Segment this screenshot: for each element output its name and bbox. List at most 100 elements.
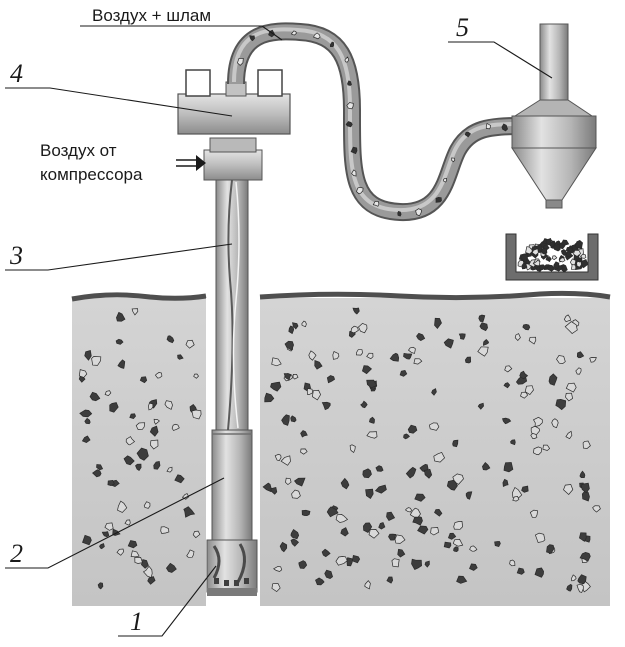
rock-fragment bbox=[147, 576, 156, 585]
rock-fragment bbox=[520, 391, 529, 399]
rock-fragment bbox=[582, 440, 591, 449]
rock-fragment bbox=[285, 477, 292, 486]
rock-fragment bbox=[281, 414, 290, 426]
rock-fragment bbox=[124, 519, 131, 526]
rock-fragment bbox=[127, 540, 138, 549]
rock-fragment bbox=[249, 35, 255, 42]
rock-fragment bbox=[533, 446, 542, 456]
rock-fragment bbox=[580, 482, 590, 494]
rock-fragment bbox=[136, 447, 149, 461]
rock-fragment bbox=[321, 401, 331, 411]
rock-fragment bbox=[321, 548, 331, 558]
rock-fragment bbox=[99, 543, 105, 550]
rock-fragment bbox=[388, 533, 397, 541]
rock-fragment bbox=[424, 560, 430, 568]
rock-fragment bbox=[556, 355, 566, 364]
rock-fragment bbox=[326, 375, 336, 384]
rock-fragment bbox=[576, 261, 582, 268]
rock-fragment bbox=[148, 402, 154, 411]
rock-fragment bbox=[329, 41, 335, 47]
callout-5-leader bbox=[448, 41, 553, 79]
rock-fragment bbox=[549, 241, 555, 248]
rock-fragment bbox=[534, 567, 544, 578]
rock-fragment bbox=[453, 521, 463, 530]
rock-fragment bbox=[298, 560, 308, 569]
rock-fragment bbox=[362, 468, 372, 479]
rock-fragment bbox=[150, 439, 159, 450]
rock-fragment bbox=[131, 308, 139, 316]
rock-fragment bbox=[579, 470, 586, 479]
rock-fragment bbox=[301, 320, 307, 328]
rock-fragment bbox=[443, 338, 454, 349]
rock-fragment bbox=[565, 392, 573, 402]
rock-fragment bbox=[446, 479, 458, 491]
rock-fragment bbox=[125, 436, 136, 446]
rock-fragment bbox=[529, 509, 538, 518]
rock-fragment bbox=[555, 399, 567, 411]
rock-fragment bbox=[576, 583, 584, 593]
rock-fragment bbox=[292, 322, 299, 330]
air-compressor-label-line2: компрессора bbox=[40, 165, 143, 184]
rock-fragment bbox=[540, 247, 548, 255]
rock-fragment bbox=[572, 249, 582, 257]
rock-fragment bbox=[530, 433, 538, 439]
rock-fragment bbox=[183, 506, 196, 518]
rock-fragment bbox=[288, 325, 295, 335]
rock-fragment bbox=[483, 339, 490, 346]
rock-fragment bbox=[290, 528, 300, 540]
rock-fragment bbox=[96, 464, 104, 471]
cyclone-separator bbox=[511, 23, 597, 209]
rock-fragment bbox=[408, 346, 416, 354]
rock-fragment bbox=[546, 544, 555, 554]
rock-fragment bbox=[149, 425, 159, 437]
rock-fragment bbox=[270, 486, 278, 495]
rock-fragment bbox=[386, 576, 394, 584]
rock-fragment bbox=[485, 122, 491, 130]
rock-fragment bbox=[314, 360, 323, 370]
callout-1: 1 bbox=[130, 607, 143, 636]
rock-fragment bbox=[356, 186, 364, 195]
rock-fragment bbox=[451, 157, 456, 163]
rock-fragment bbox=[378, 522, 386, 530]
rock-fragment bbox=[352, 554, 361, 564]
rock-fragment bbox=[580, 253, 587, 259]
rock-fragment bbox=[465, 491, 473, 500]
rock-fragment bbox=[301, 509, 311, 517]
rock-fragment bbox=[566, 250, 572, 258]
rock-fragment bbox=[366, 431, 378, 439]
rock-fragment bbox=[366, 352, 374, 360]
rock-fragment bbox=[479, 322, 488, 332]
rock-fragment bbox=[397, 548, 406, 558]
callout-5: 5 bbox=[456, 13, 469, 42]
rock-fragment bbox=[193, 373, 199, 379]
rock-fragment bbox=[91, 356, 102, 366]
rock-fragment bbox=[340, 527, 349, 537]
air-slurry-label: Воздух + шлам bbox=[92, 6, 211, 25]
rock-fragment bbox=[361, 365, 373, 375]
rock-fragment bbox=[134, 557, 143, 564]
rock-fragment bbox=[494, 541, 501, 548]
rock-fragment bbox=[501, 123, 509, 132]
rock-fragment bbox=[433, 451, 446, 463]
rock-fragment bbox=[340, 477, 350, 490]
rock-fragment bbox=[349, 444, 356, 454]
rock-fragment bbox=[414, 493, 426, 502]
rock-fragment bbox=[431, 388, 437, 396]
rock-fragment bbox=[271, 583, 281, 593]
rock-fragment bbox=[533, 416, 543, 428]
rock-fragment bbox=[413, 358, 423, 365]
rock-fragment bbox=[274, 453, 282, 461]
rock-fragment bbox=[84, 417, 91, 425]
rock-fragment bbox=[566, 583, 573, 592]
rock-fragment bbox=[415, 208, 423, 217]
rock-fragment bbox=[530, 265, 537, 271]
rock-fragment bbox=[574, 239, 583, 250]
rock-fragment bbox=[284, 340, 294, 351]
rock-fragment bbox=[478, 314, 486, 322]
rock-fragment bbox=[271, 357, 282, 367]
rock-fragment bbox=[469, 563, 478, 571]
air-compressor-label-line1: Воздух от bbox=[40, 141, 117, 160]
rock-fragment bbox=[280, 455, 291, 466]
callout-2-leader bbox=[5, 477, 225, 569]
callout-3-leader bbox=[5, 243, 233, 271]
